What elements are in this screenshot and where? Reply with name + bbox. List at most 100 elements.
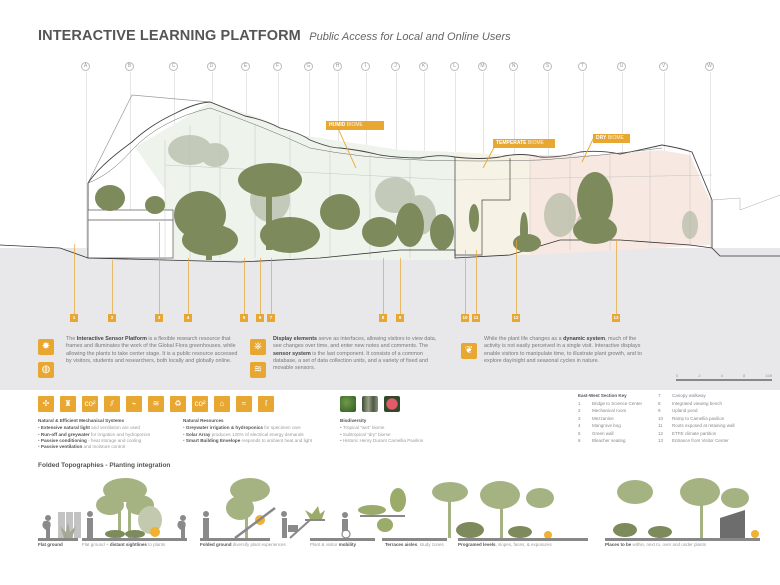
ground-line-1 [38,538,78,541]
section-marker-7: 7 [267,314,275,322]
section-marker-8: 8 [379,314,387,322]
wifi-icon: ≋ [250,362,266,378]
grid-axis-g: G [304,62,313,71]
foliage [95,163,617,260]
marker-leader [112,260,113,314]
title-subtitle: Public Access for Local and Online Users [309,31,511,43]
ground-line-6 [458,538,588,541]
marker-leader [476,250,477,314]
greenhouse-section [0,94,780,263]
section-marker-6: 6 [256,314,264,322]
grid-axis-c: C [169,62,178,71]
caption-terraces: Terraces aisles, study zones [385,542,444,547]
marker-leader [159,222,160,314]
grid-axis-w: W [705,62,714,71]
natural-resources-list: Natural Resources • Greywater irrigation… [183,418,313,443]
key-number: 5 [578,430,581,436]
key-label: Upland pond [672,408,698,413]
etfe-partition [454,157,511,256]
sun-icon: ✸ [38,339,54,355]
mechanical-systems-list: Natural & Efficient Mechanical Systems •… [38,418,151,450]
grid-axis-l: L [450,62,459,71]
grid-axis-d: D [207,62,216,71]
title-main: INTERACTIVE LEARNING PLATFORM [38,28,301,44]
house-icon: ⌂ [214,396,230,412]
fan-icon: ✣ [38,396,54,412]
grid-axis-t: T [578,62,587,71]
planting-integration-diagrams [42,478,759,539]
key-number: 10 [658,415,664,421]
faucet-icon: ſ [258,396,274,412]
wind-icon: ≈ [236,396,252,412]
key-label: ETFE climate partition [672,430,717,436]
biodiversity-list: Biodiversity • Tropical "wet" biome • Su… [340,418,424,443]
key-label: Canopy walkway [672,393,706,398]
key-number: 8 [658,400,661,406]
section-marker-5: 5 [240,314,248,322]
section-key-item: 5 Green wall [578,430,668,438]
humid-biome-tag: HUMID BIOME [326,121,384,130]
grid-line [130,72,131,322]
grid-axis-v: V [659,62,668,71]
globe-icon: ◍ [38,362,54,378]
ground-line-3 [200,538,270,541]
rain-icon: ⫽ [104,396,120,412]
key-number: 13 [658,438,664,443]
grid-axis-j: J [391,62,400,71]
ground-line-4 [310,538,375,541]
section-marker-13: 13 [612,314,620,322]
key-number: 6 [578,438,581,443]
dry-biome-tag: DRY BIOME [593,134,630,143]
caption-places-to-be: Places to be within, next to, over and u… [605,542,707,547]
description-sensor-platform: The Interactive Sensor Platform is a fle… [66,336,238,364]
description-display-elements: Display elements serve as interfaces, al… [273,336,437,372]
grid-axis-n: N [509,62,518,71]
grid-axis-k: K [419,62,428,71]
ground-line [0,239,780,263]
grid-axis-a: A [81,62,90,71]
key-label: Roots exposed at retaining wall [672,423,735,428]
marker-leader [516,240,517,314]
caption-distant-sightlines: Flat ground + distant sightlines to plan… [82,542,166,547]
marker-leader [465,250,466,314]
marker-leader [74,244,75,314]
grid-axis-f: F [273,62,282,71]
description-dynamic-system: While the plant life changes as a dynami… [484,336,642,364]
marker-leader [616,240,617,314]
key-label: Green wall [592,430,614,436]
key-number: 12 [658,430,664,436]
network-icon: ⎈ [250,339,266,355]
key-label: Mangrove bog [592,423,621,428]
tropical-plant-photo [340,396,356,412]
section-marker-4: 4 [184,314,192,322]
key-number: 1 [578,400,581,406]
co2-icon: co² [192,396,208,412]
light-icon: ⌁ [126,396,142,412]
section-marker-3: 3 [155,314,163,322]
section-key-item: 12 ETFE climate partition [658,430,748,438]
key-label: Entrance from Visitor Center [672,438,729,443]
grid-axis-h: H [333,62,342,71]
key-label: Integrated viewing bench [672,400,723,406]
section-key-item: 11 Roots exposed at retaining wall [658,422,748,430]
marker-leader [383,258,384,314]
key-number: 11 [658,423,663,428]
section-key-item: 8 Integrated viewing bench [658,400,748,408]
subtropical-plant-photo [362,396,378,412]
recycle-icon: ♻ [170,396,186,412]
hand-plant-icon: ❦ [461,343,477,359]
mezzanine [87,209,174,259]
folded-topographies-title: Folded Topographies - Planting integrati… [38,462,171,469]
temperate-biome-tag: TEMPERATE BIOME [493,139,555,148]
marker-leader [400,258,401,314]
grid-axis-e: E [241,62,250,71]
grid-axis-u: U [617,62,626,71]
grid-axis-m: M [478,62,487,71]
